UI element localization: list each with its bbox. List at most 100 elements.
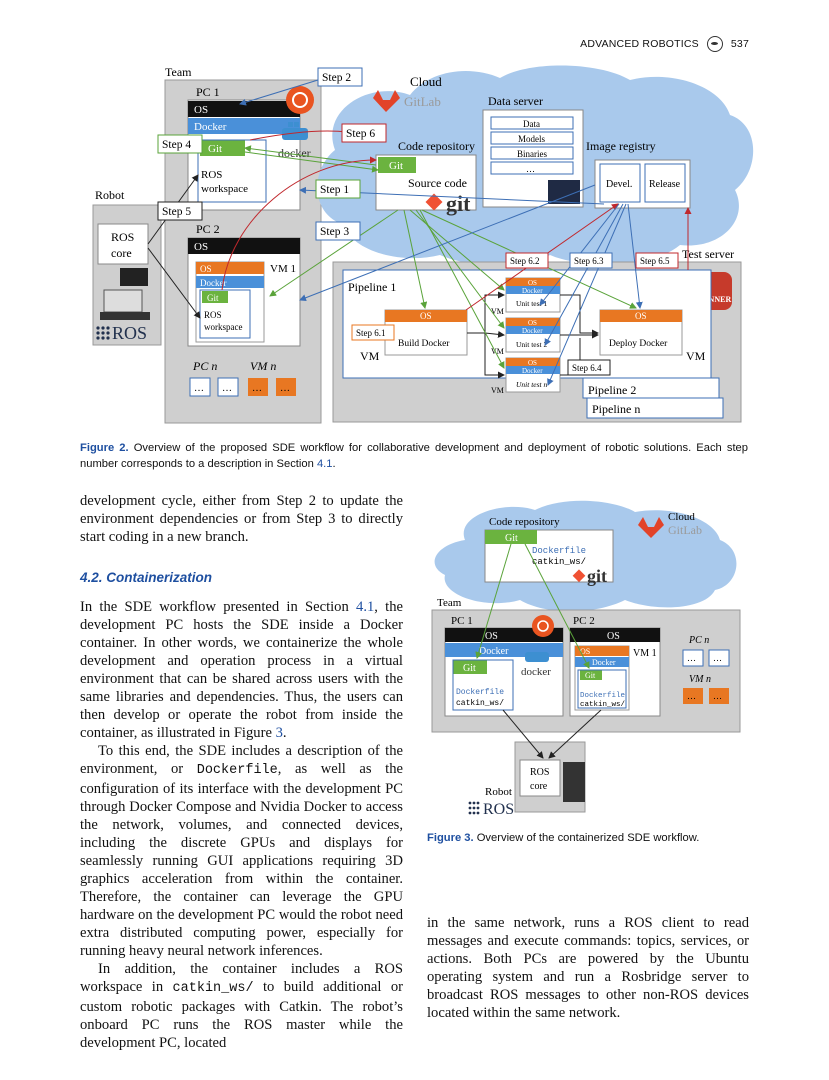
svg-text:core: core <box>530 781 548 792</box>
svg-text:OS: OS <box>635 311 647 321</box>
paragraph-3: To this end, the SDE includes a descript… <box>80 743 403 959</box>
pcn-slot-2 <box>217 377 239 397</box>
svg-text:VM 1: VM 1 <box>633 648 657 659</box>
page-number: 537 <box>730 38 749 50</box>
fig3-code-repo-label: Code repository <box>489 516 560 528</box>
svg-text:…: … <box>687 691 696 701</box>
pcn-slot-1 <box>189 377 211 397</box>
svg-text:OS: OS <box>580 647 590 656</box>
figure-3: Cloud GitLab Code repository Git Dockerf… <box>431 500 741 818</box>
pc1-os-label: OS <box>194 104 208 116</box>
gitlab-label: GitLab <box>404 94 441 109</box>
step-2-tag: Step 2 <box>317 67 363 87</box>
test-server-label: Test server <box>682 247 734 261</box>
svg-text:PC 1: PC 1 <box>451 615 473 627</box>
left-column-top: development cycle, either from Step 2 to… <box>80 492 403 546</box>
data-item <box>490 116 574 130</box>
pc1-ros-ws-line1: ROS <box>201 169 222 181</box>
svg-text:Git: Git <box>585 671 596 680</box>
fig3-gitlab-icon <box>638 517 664 538</box>
deploy-docker-label: Deploy Docker <box>609 339 668 349</box>
binaries-item <box>490 146 574 160</box>
ubuntu-icon <box>286 86 314 114</box>
svg-text:Binaries: Binaries <box>517 149 547 159</box>
svg-text:Step 6.2: Step 6.2 <box>510 256 540 266</box>
running-header: ADVANCED ROBOTICS 537 <box>580 36 749 52</box>
svg-text:Dockerfile: Dockerfile <box>456 688 504 697</box>
fig3-cloud-label: Cloud <box>668 511 695 523</box>
svg-text:Step 6.4: Step 6.4 <box>572 363 602 373</box>
svg-text:OS: OS <box>528 359 537 367</box>
svg-text:Unit test n: Unit test n <box>516 380 547 389</box>
svg-text:docker: docker <box>521 666 551 678</box>
svg-text:OS: OS <box>607 631 620 642</box>
pc1-os-bar <box>188 101 300 117</box>
svg-text:Step 6: Step 6 <box>346 128 375 140</box>
svg-text:VM: VM <box>491 386 504 395</box>
paragraph-1: development cycle, either from Step 2 to… <box>80 493 403 545</box>
svg-text:VM: VM <box>491 347 504 356</box>
fig3-ubuntu-icon <box>532 615 554 637</box>
fig3-docker-whale-icon <box>525 652 549 662</box>
svg-text:catkin_ws/: catkin_ws/ <box>532 557 586 567</box>
left-column-body: In the SDE workflow presented in Section… <box>80 598 403 1052</box>
step-3-tag: Step 3 <box>315 221 361 241</box>
svg-text:Step 1: Step 1 <box>320 184 349 196</box>
step-6-tag: Step 6 <box>341 123 387 143</box>
pc1-docker-bar <box>188 118 300 134</box>
figure-2-caption: Figure 2. Overview of the proposed SDE w… <box>80 442 749 470</box>
step-5-tag: Step 5 <box>157 201 203 221</box>
svg-text:Step 2: Step 2 <box>322 72 351 84</box>
svg-text:Dockerfile: Dockerfile <box>532 546 586 556</box>
svg-text:Robot: Robot <box>485 786 512 798</box>
gitlab-icon <box>373 90 400 112</box>
step-1-tag: Step 1 <box>315 179 361 199</box>
vm1-docker-label: Docker <box>200 278 227 288</box>
svg-text:ROS: ROS <box>530 767 549 778</box>
figure-3-link[interactable]: 3 <box>275 725 283 741</box>
svg-text:Git: Git <box>389 160 403 172</box>
svg-text:Pipeline n: Pipeline n <box>592 402 640 416</box>
pcn-label: PC n <box>192 359 217 373</box>
svg-text:PC 2: PC 2 <box>573 615 595 627</box>
svg-text:…: … <box>713 653 722 663</box>
svg-text:git: git <box>587 566 607 586</box>
docker-logo-text: docker <box>278 146 311 160</box>
svg-text:Unit test 2: Unit test 2 <box>516 340 547 349</box>
docker-whale-icon <box>282 122 308 140</box>
figure-3-caption: Figure 3. Overview of the containerized … <box>427 830 757 846</box>
vm1-label: VM 1 <box>270 263 296 275</box>
svg-text:OS: OS <box>420 311 432 321</box>
svg-text:Pipeline 2: Pipeline 2 <box>588 383 636 397</box>
figure-2-caption-text: Overview of the proposed SDE workflow fo… <box>80 442 749 470</box>
paragraph-4: In addition, the container includes a RO… <box>80 961 403 1051</box>
pc1-git-box <box>200 140 245 156</box>
svg-text:VM: VM <box>491 307 504 316</box>
pc2-label: PC 2 <box>196 222 220 236</box>
release-box <box>644 163 686 203</box>
svg-text:Step 6.3: Step 6.3 <box>574 256 604 266</box>
svg-text:Step 4: Step 4 <box>162 139 191 151</box>
svg-text:RUNNER: RUNNER <box>697 295 731 304</box>
svg-text:Docker: Docker <box>522 327 543 335</box>
svg-text:Dockerfile: Dockerfile <box>580 692 625 700</box>
section-link[interactable]: 4.1 <box>316 458 333 470</box>
code-repo-label: Code repository <box>398 139 475 153</box>
fig3-robot-image-icon <box>563 762 585 802</box>
svg-text:OS: OS <box>528 319 537 327</box>
svg-text:ROS: ROS <box>111 230 134 244</box>
fig3-ros-core-box <box>519 759 561 797</box>
step-6-1-tag: Step 6.1 <box>351 324 395 341</box>
svg-text:Step 6.5: Step 6.5 <box>640 256 670 266</box>
git-logo-text: git <box>446 191 471 216</box>
svg-text:Docker: Docker <box>479 646 509 657</box>
step-4-tag: Step 4 <box>157 134 203 154</box>
svg-text:OS: OS <box>528 279 537 287</box>
pc2-os-bar <box>188 238 300 254</box>
pc1-ros-workspace <box>197 139 267 203</box>
section-4-1-link[interactable]: 4.1 <box>356 599 375 615</box>
svg-text:…: … <box>713 691 722 701</box>
vm1-os-label: OS <box>200 264 212 274</box>
svg-text:Step 5: Step 5 <box>162 206 191 218</box>
